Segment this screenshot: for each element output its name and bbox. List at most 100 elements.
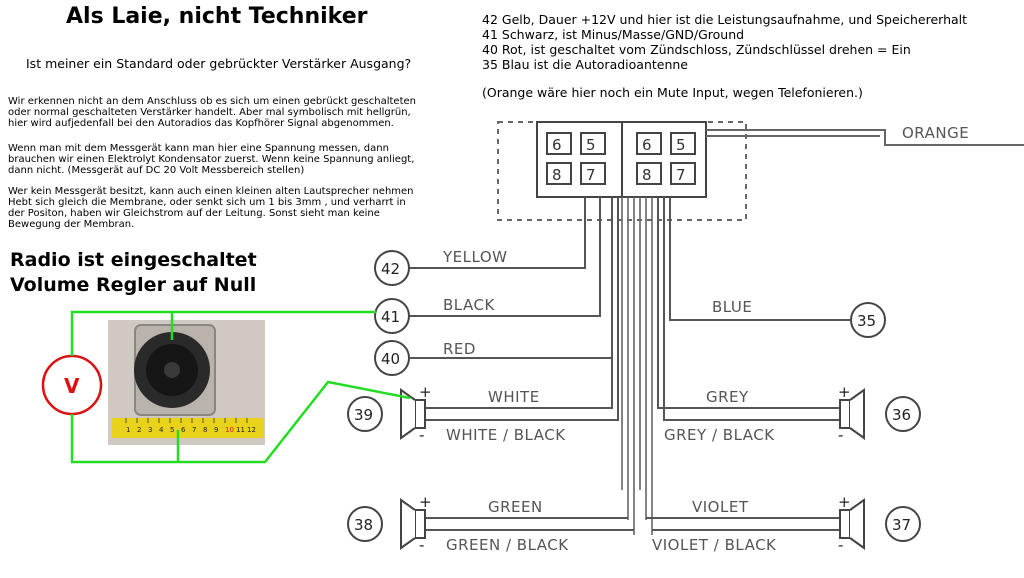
- svg-text:36: 36: [892, 406, 911, 424]
- paragraph-line: hier wird aufjedenfall bei den Autoradio…: [8, 118, 394, 129]
- label-green-black: GREEN / BLACK: [446, 536, 569, 554]
- polarity-minus: -: [419, 426, 424, 444]
- probe-wire-top: [70, 310, 376, 356]
- connector-pin-cell: 8: [636, 162, 662, 185]
- label-red: RED: [443, 340, 476, 358]
- svg-text:6: 6: [552, 136, 562, 154]
- connector-pin-cell: 8: [546, 162, 572, 185]
- label-yellow: YELLOW: [442, 248, 507, 266]
- paragraph-line: Wer kein Messgerät besitzt, kann auch ei…: [8, 186, 414, 197]
- ruler-number: 3: [148, 426, 152, 434]
- svg-text:37: 37: [892, 516, 911, 534]
- polarity-minus: -: [838, 426, 843, 444]
- polarity-plus: +: [419, 383, 432, 401]
- probe-wires: [70, 310, 411, 464]
- polarity-minus: -: [419, 536, 424, 554]
- paragraph-line: Hebt sich gleich die Membrane, oder senk…: [8, 197, 406, 208]
- connector-pin-cell: 5: [580, 132, 606, 155]
- pin-40-badge: 40: [374, 340, 410, 376]
- speaker-rear-left-icon: [400, 498, 426, 550]
- label-violet-black: VIOLET / BLACK: [652, 536, 777, 554]
- page-title: Als Laie, nicht Techniker: [66, 4, 368, 29]
- legend-item-40: 40 Rot, ist geschaltet vom Zündschloss, …: [482, 42, 911, 57]
- label-white-black: WHITE / BLACK: [446, 426, 566, 444]
- ruler: [112, 418, 264, 438]
- svg-text:35: 35: [857, 312, 876, 330]
- speaker-front-left-icon: [400, 388, 426, 440]
- ruler-number: 8: [203, 426, 207, 434]
- paragraph-lautsprecher: Wer kein Messgerät besitzt, kann auch ei…: [8, 186, 473, 230]
- wire-blue: [669, 197, 850, 321]
- svg-text:6: 6: [642, 136, 652, 154]
- ruler-number: 4: [159, 426, 164, 434]
- paragraph-line: brauchen wir einen Elektrolyt Kondensato…: [8, 154, 415, 165]
- svg-text:40: 40: [381, 350, 400, 368]
- probe-wire-bottom: [70, 380, 411, 464]
- svg-text:8: 8: [642, 166, 652, 184]
- legend-item-35: 35 Blau ist die Autoradioantenne: [482, 57, 688, 72]
- speaker-trunk: [621, 197, 653, 535]
- polarity-plus: +: [838, 493, 851, 511]
- page-subtitle: Ist meiner ein Standard oder gebrückter …: [26, 56, 412, 71]
- legend-item-42: 42 Gelb, Dauer +12V und hier ist die Lei…: [482, 12, 968, 27]
- wire-red: [410, 197, 613, 359]
- ruler-number: 5: [170, 426, 174, 434]
- polarity-plus: +: [838, 383, 851, 401]
- label-blue: BLUE: [712, 298, 752, 316]
- wire-orange: [706, 129, 1024, 146]
- svg-text:39: 39: [354, 406, 373, 424]
- svg-text:42: 42: [381, 260, 400, 278]
- polarity-minus: -: [838, 536, 843, 554]
- pin-37-badge: 37: [885, 506, 921, 542]
- legend-item-41: 41 Schwarz, ist Minus/Masse/GND/Ground: [482, 27, 745, 42]
- voltmeter: V: [41, 354, 103, 416]
- polarity-plus: +: [419, 493, 432, 511]
- label-white: WHITE: [488, 388, 540, 406]
- wire-grey: [657, 197, 840, 409]
- ruler-number: 12: [247, 426, 256, 434]
- svg-text:38: 38: [354, 516, 373, 534]
- paragraph-line: der Positon, haben wir Gleichstrom auf d…: [8, 208, 380, 219]
- label-orange: ORANGE: [902, 124, 969, 142]
- svg-text:7: 7: [676, 166, 686, 184]
- ruler-number: 6: [181, 426, 186, 434]
- connector-pin-cell: 6: [546, 132, 572, 155]
- wire-yellow: [410, 197, 586, 269]
- paragraph-line: dann nicht. (Messgerät auf DC 20 Volt Me…: [8, 165, 305, 176]
- radio-note-line-2: Volume Regler auf Null: [10, 274, 257, 296]
- ruler-number: 2: [137, 426, 141, 434]
- pin-42-badge: 42: [374, 250, 410, 286]
- ruler-number: 1: [126, 426, 130, 434]
- paragraph-line: Bewegung der Membran.: [8, 219, 135, 230]
- svg-text:41: 41: [381, 308, 400, 326]
- label-grey-black: GREY / BLACK: [664, 426, 775, 444]
- label-green: GREEN: [488, 498, 543, 516]
- label-black: BLACK: [443, 296, 495, 314]
- voltmeter-label: V: [64, 374, 80, 398]
- label-grey: GREY: [706, 388, 749, 406]
- connector-pin-cell: 7: [580, 162, 606, 185]
- wire-white: [425, 197, 613, 409]
- power-wires: YELLOW BLACK RED 42 41 40: [374, 197, 613, 376]
- pin-41-badge: 41: [374, 298, 410, 334]
- ruler-number: 9: [214, 426, 218, 434]
- wire-white-black: [425, 197, 619, 421]
- pin-36-badge: 36: [885, 396, 921, 432]
- svg-text:7: 7: [586, 166, 596, 184]
- ruler-number: 10: [225, 426, 234, 434]
- wire-grey-black: [663, 197, 840, 421]
- connector-pin-cell: 5: [670, 132, 696, 155]
- speaker-rear-right-icon: [839, 498, 865, 550]
- svg-text:8: 8: [552, 166, 562, 184]
- paragraph-messgeraet: Wenn man mit dem Messgerät kann man hier…: [8, 143, 473, 176]
- connector-pin-cell: 7: [670, 162, 696, 185]
- ruler-number: 11: [236, 426, 245, 434]
- speaker-front-right-icon: [839, 388, 865, 440]
- pin-38-badge: 38: [347, 506, 383, 542]
- ruler-number: 7: [192, 426, 196, 434]
- svg-text:5: 5: [676, 136, 686, 154]
- pin-35-badge: 35: [850, 302, 886, 338]
